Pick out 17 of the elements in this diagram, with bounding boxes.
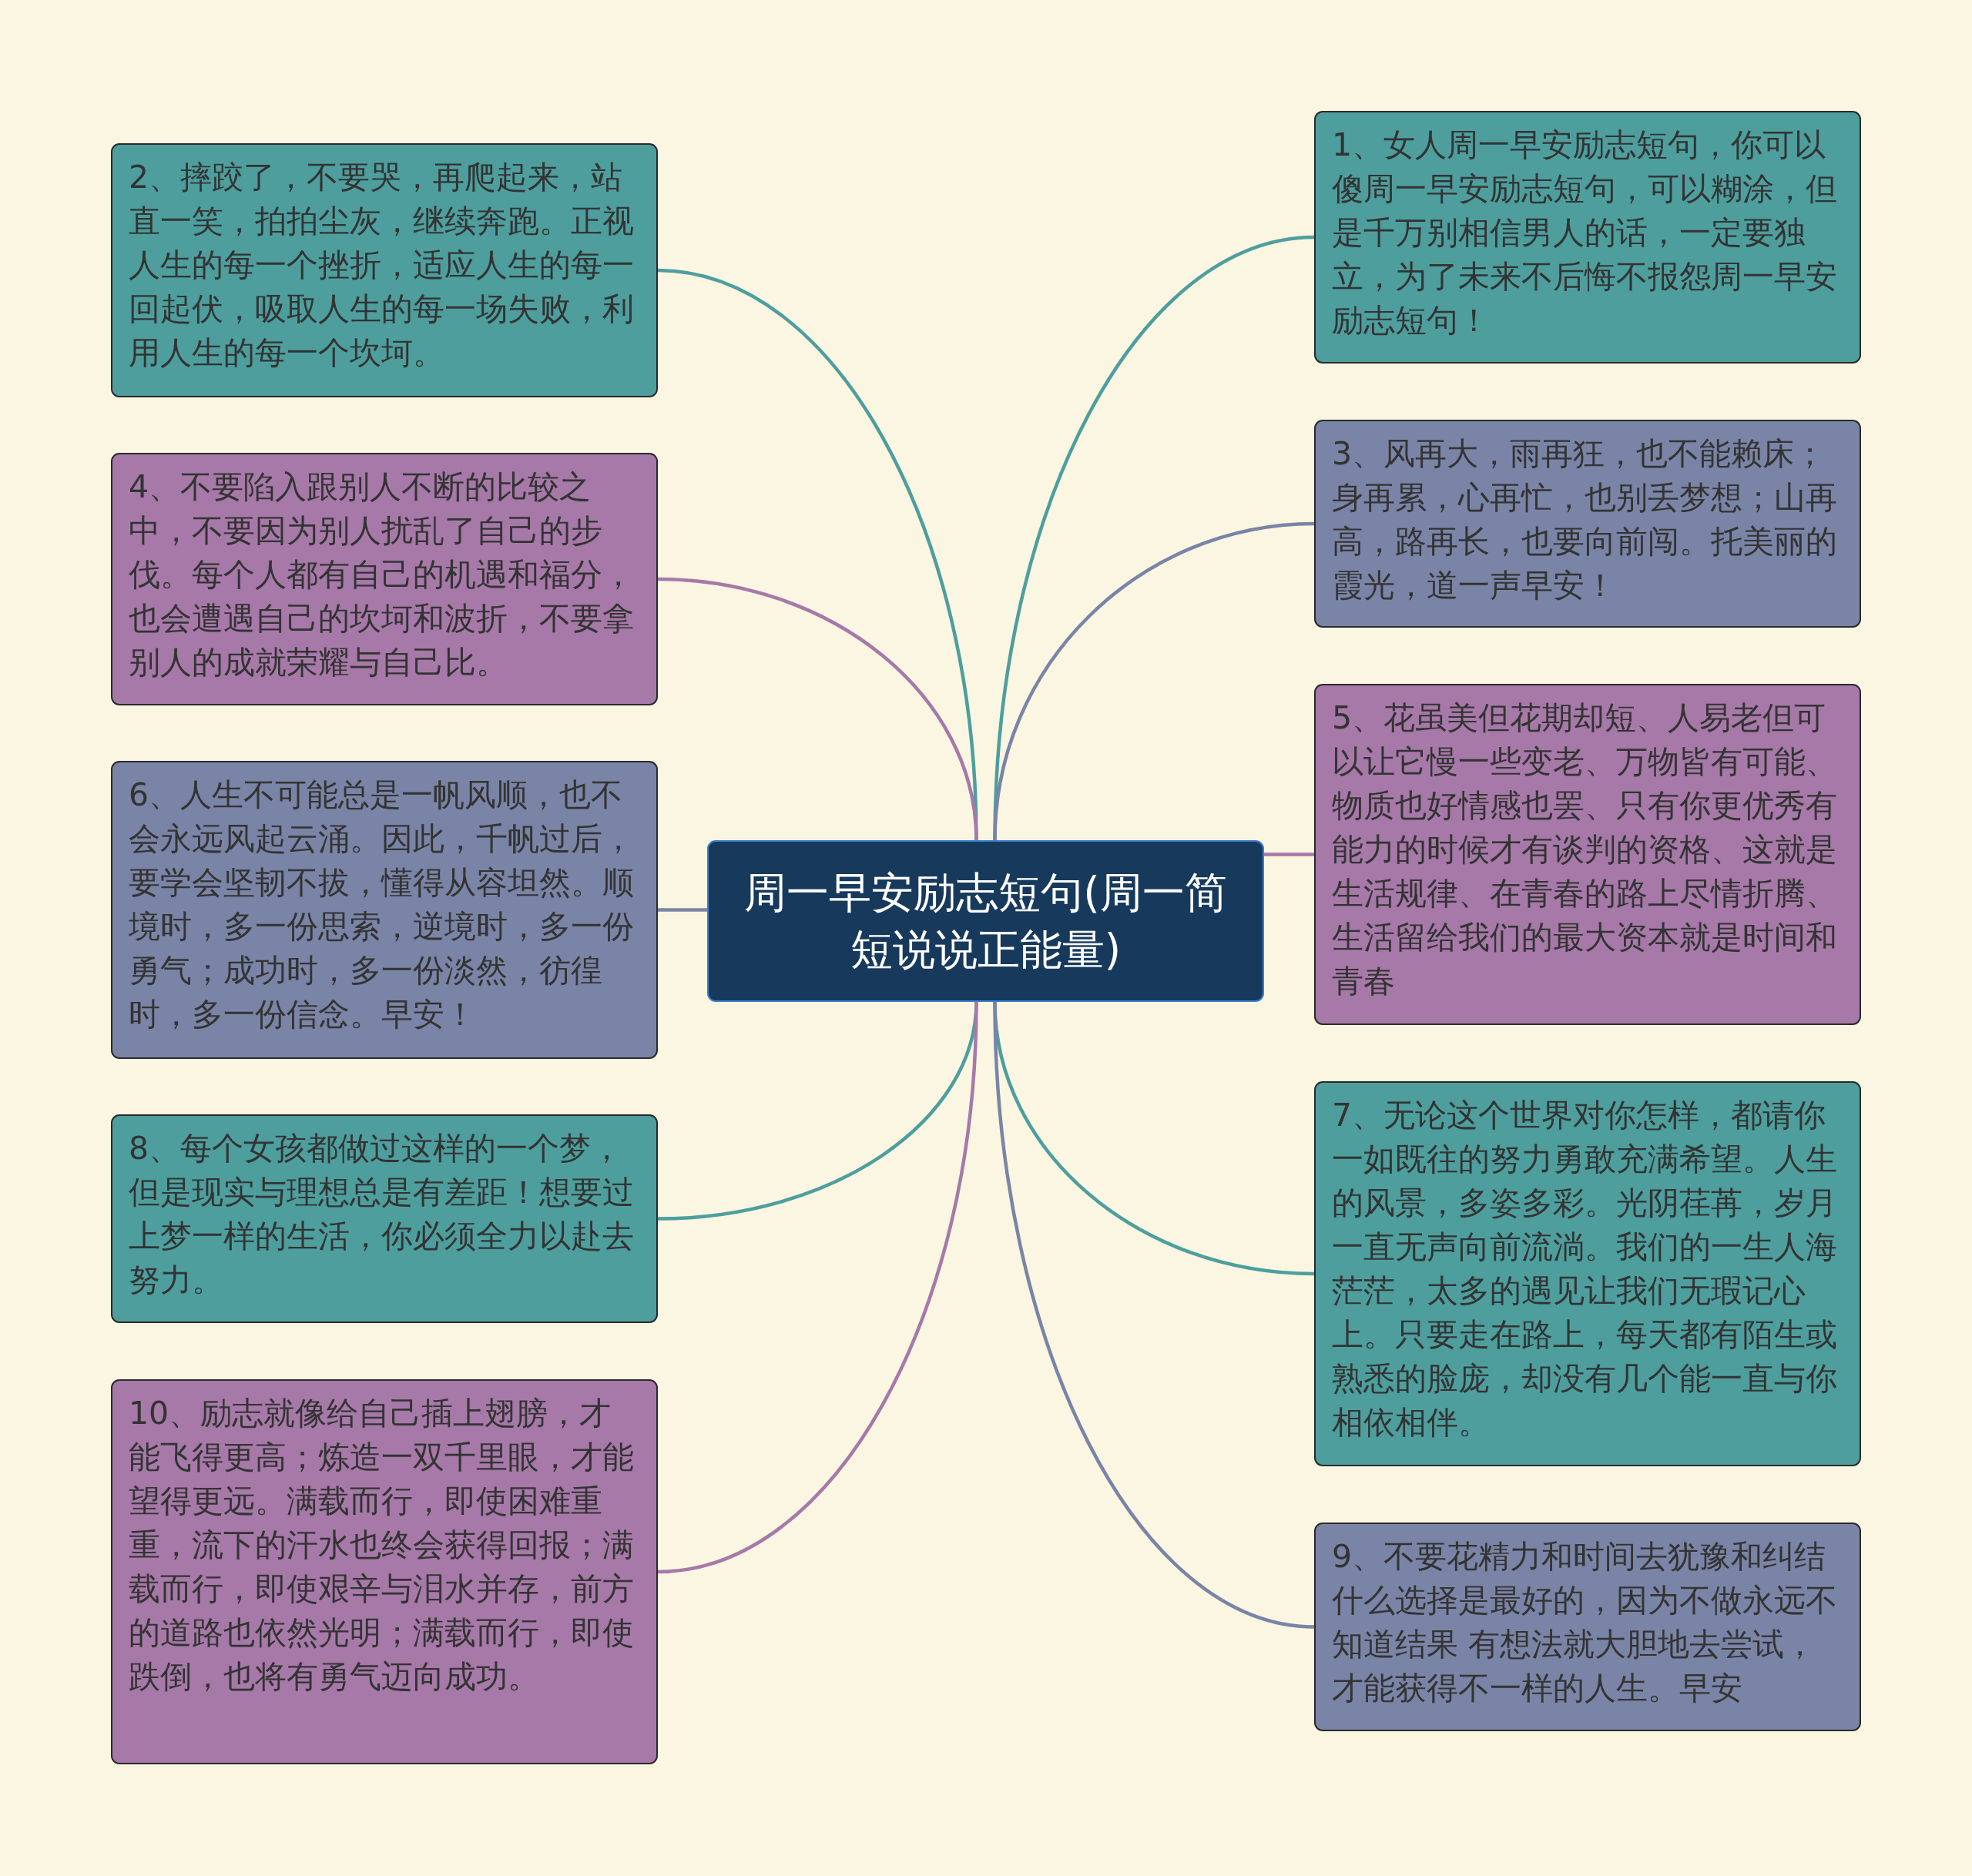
topic-box: 2、摔跤了，不要哭，再爬起来，站直一笑，拍拍尘灰，继续奔跑。正视人生的每一个挫折，适应人生的每一回起伏，吸取人生的每一场失败，利用人生的每一个坎坷。: [111, 143, 658, 397]
topic-box: 10、励志就像给自己插上翅膀，才能飞得更高；炼造一双千里眼，才能望得更远。满载而行，即使困难重重，流下的汗水也终会获得回报；满载而行，即使艰辛与泪水并存，前方的道路也依然光明；满载而行，即使跌倒，也将有勇气迈向成功。: [111, 1379, 658, 1764]
connector-line: [993, 1001, 1315, 1629]
topic-box: 1、女人周一早安励志短句，你可以傻周一早安励志短句，可以糊涂，但是千万别相信男人的话，一定要独立，为了未来不后悔不报怨周一早安励志短句！: [1314, 111, 1861, 363]
connector-line: [993, 521, 1315, 841]
topic-box: 6、人生不可能总是一帆风顺，也不会永远风起云涌。因此，千帆过后，要学会坚韧不拔，懂得从容坦然。顺境时，多一份思索，逆境时，多一份勇气；成功时，多一份淡然，彷徨时，多一份信念。早安！: [111, 761, 658, 1059]
topic-box: 5、花虽美但花期却短、人易老但可以让它慢一些变老、万物皆有可能、物质也好情感也罢、只有你更优秀有能力的时候才有谈判的资格、这就是生活规律、在青春的路上尽情折腾、生活留给我们的最大资本就是时间和青春: [1314, 684, 1861, 1025]
topic-box: 8、每个女孩都做过这样的一个梦，但是现实与理想总是有差距！想要过上梦一样的生活，你必须全力以赴去努力。: [111, 1114, 658, 1323]
connector-line: [658, 908, 707, 912]
topic-box: 3、风再大，雨再狂，也不能赖床；身再累，心再忙，也别丢梦想；山再高，路再长，也要向前闯。托美丽的霞光，道一声早安！: [1314, 420, 1861, 628]
topic-box: 4、不要陷入跟别人不断的比较之中，不要因为别人扰乱了自己的步伐。每个人都有自己的机遇和福分，也会遭遇自己的坎坷和波折，不要拿别人的成就荣耀与自己比。: [111, 453, 658, 705]
topic-box: 7、无论这个世界对你怎样，都请你一如既往的努力勇敢充满希望。人生的风景，多姿多彩。光阴荏苒，岁月一直无声向前流淌。我们的一生人海茫茫，太多的遇见让我们无瑕记心上。只要走在路上，每天都有陌生或熟悉的脸庞，却没有几个能一直与你相依相伴。: [1314, 1081, 1861, 1466]
central-topic-box: 周一早安励志短句(周一简短说说正能量): [707, 840, 1264, 1002]
connector-line: [657, 1001, 978, 1574]
connector-line: [657, 577, 978, 841]
connector-line: [1264, 853, 1314, 856]
topic-box: 9、不要花精力和时间去犹豫和纠结什么选择是最好的，因为不做永远不知道结果 有想法就大胆地去尝试，才能获得不一样的人生。早安: [1314, 1523, 1861, 1731]
